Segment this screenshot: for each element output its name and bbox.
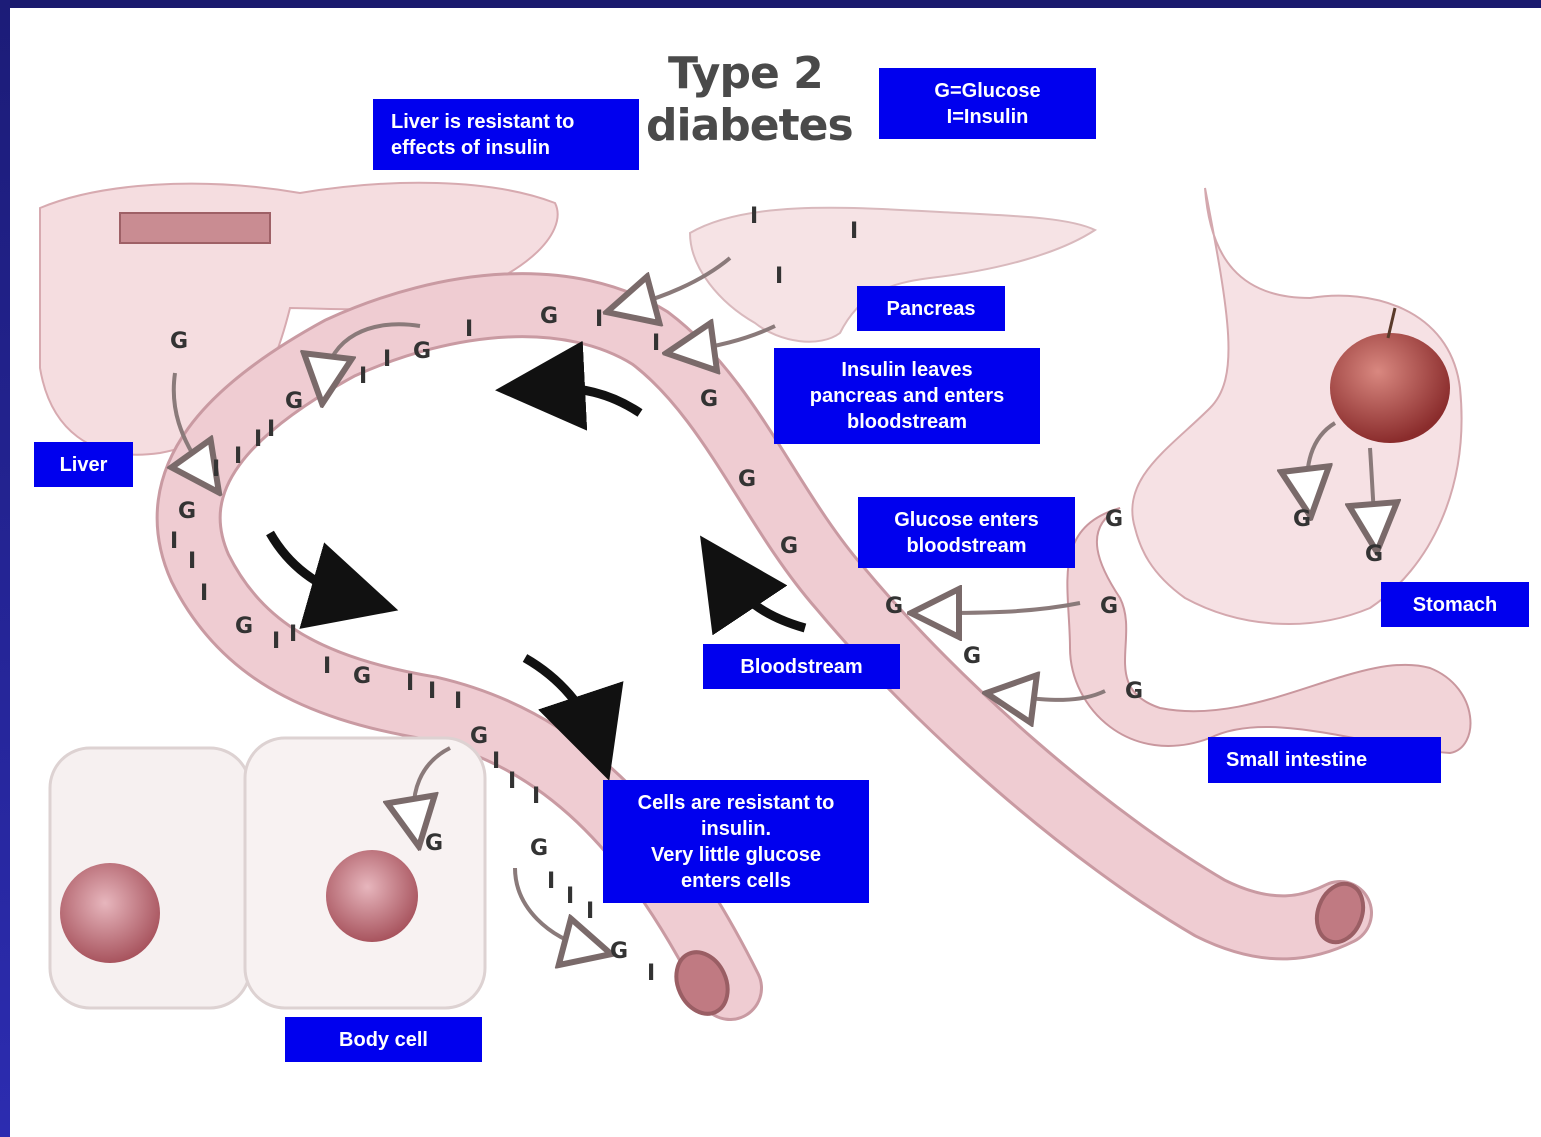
insulin-symbol: I [652,331,660,356]
insulin-symbol: I [170,529,178,554]
glucose-symbol: G [1105,507,1123,532]
liver-cross-section [120,213,270,243]
glucose-symbol: G [413,339,431,364]
label-cells-resistant-line-1: Cells are resistant to [638,790,835,816]
label-glucose-enters-line-1: Glucose enters [894,507,1039,533]
label-liver-resistant-line-1: Liver is resistant to [391,109,574,135]
title-line-1: Type 2 [646,48,853,100]
insulin-symbol: I [234,444,242,469]
insulin-symbol: I [323,654,331,679]
insulin-symbol: I [289,622,297,647]
apple-icon [1330,333,1450,443]
insulin-symbol: I [586,899,594,924]
glucose-symbol: G [1100,594,1118,619]
glucose-symbol: G [780,534,798,559]
flow-arrow-left [270,533,355,598]
label-liver: Liver [34,442,133,487]
glucose-symbol: G [610,939,628,964]
glucose-symbol: G [425,831,443,856]
insulin-symbol: I [272,629,280,654]
insulin-symbol: I [850,219,858,244]
legend-insulin: I=Insulin [934,104,1040,130]
label-pancreas: Pancreas [857,286,1005,331]
insulin-symbol: I [647,961,655,986]
label-glucose-enters-line-2: bloodstream [894,533,1039,559]
glucose-symbol: G [1125,679,1143,704]
label-bloodstream: Bloodstream [703,644,900,689]
label-body-cell: Body cell [285,1017,482,1062]
cell-nucleus-right [326,850,418,942]
glucose-symbol: G [178,499,196,524]
insulin-symbol: I [267,417,275,442]
insulin-symbol: I [775,264,783,289]
label-small-intestine: Small intestine [1208,737,1441,783]
cell-nucleus-left [60,863,160,963]
insulin-symbol: I [750,204,758,229]
glucose-symbol: G [170,329,188,354]
label-cells-resistant: Cells are resistant to insulin. Very lit… [603,780,869,903]
glucose-symbol: G [540,304,558,329]
insulin-symbol: I [188,549,196,574]
glucose-symbol: G [963,644,981,669]
label-glucose-enters: Glucose enters bloodstream [858,497,1075,568]
insulin-symbol: I [566,884,574,909]
insulin-symbol: I [200,581,208,606]
glucose-symbol: G [530,836,548,861]
insulin-symbol: I [595,307,603,332]
insulin-symbol: I [428,679,436,704]
glucose-symbol: G [353,664,371,689]
glucose-symbol: G [470,724,488,749]
insulin-symbol: I [454,689,462,714]
insulin-symbol: I [406,671,414,696]
label-liver-resistant-line-2: effects of insulin [391,135,574,161]
label-insulin-leaves-line-1: Insulin leaves [810,357,1005,383]
label-liver-resistant: Liver is resistant to effects of insulin [373,99,639,170]
slide-frame-top [0,0,1541,8]
arrow-pancreas-to-vessel-2 [690,326,775,350]
label-cells-resistant-line-4: enters cells [638,868,835,894]
glucose-symbol: G [738,467,756,492]
glucose-symbol: G [235,614,253,639]
glucose-symbol: G [885,594,903,619]
glucose-symbol: G [285,389,303,414]
slide-frame-left [0,0,10,1137]
insulin-symbol: I [359,364,367,389]
diagram-title: Type 2 diabetes [646,48,853,152]
insulin-symbol: I [532,784,540,809]
glucose-symbol: G [700,387,718,412]
insulin-symbol: I [212,457,220,482]
label-insulin-leaves-line-3: bloodstream [810,409,1005,435]
insulin-symbol: I [465,317,473,342]
glucose-symbol: G [1293,507,1311,532]
label-cells-resistant-line-2: insulin. [638,816,835,842]
insulin-symbol: I [383,347,391,372]
insulin-symbol: I [492,749,500,774]
glucose-symbol: G [1365,542,1383,567]
label-cells-resistant-line-3: Very little glucose [638,842,835,868]
arrow-intestine-to-vessel-1 [935,603,1080,613]
label-insulin-leaves-line-2: pancreas and enters [810,383,1005,409]
label-insulin-leaves: Insulin leaves pancreas and enters blood… [774,348,1040,444]
legend-box: G=Glucose I=Insulin [879,68,1096,139]
title-line-2: diabetes [646,100,853,152]
insulin-symbol: I [508,769,516,794]
flow-arrow-top [540,388,640,413]
insulin-symbol: I [254,427,262,452]
label-stomach: Stomach [1381,582,1529,627]
insulin-symbol: I [547,869,555,894]
legend-glucose: G=Glucose [934,78,1040,104]
diagram-canvas: GGGGIIIIIIIIIGGGGIIIGIIIGIIIGIIIGGIIIGIG… [10,8,1541,1137]
